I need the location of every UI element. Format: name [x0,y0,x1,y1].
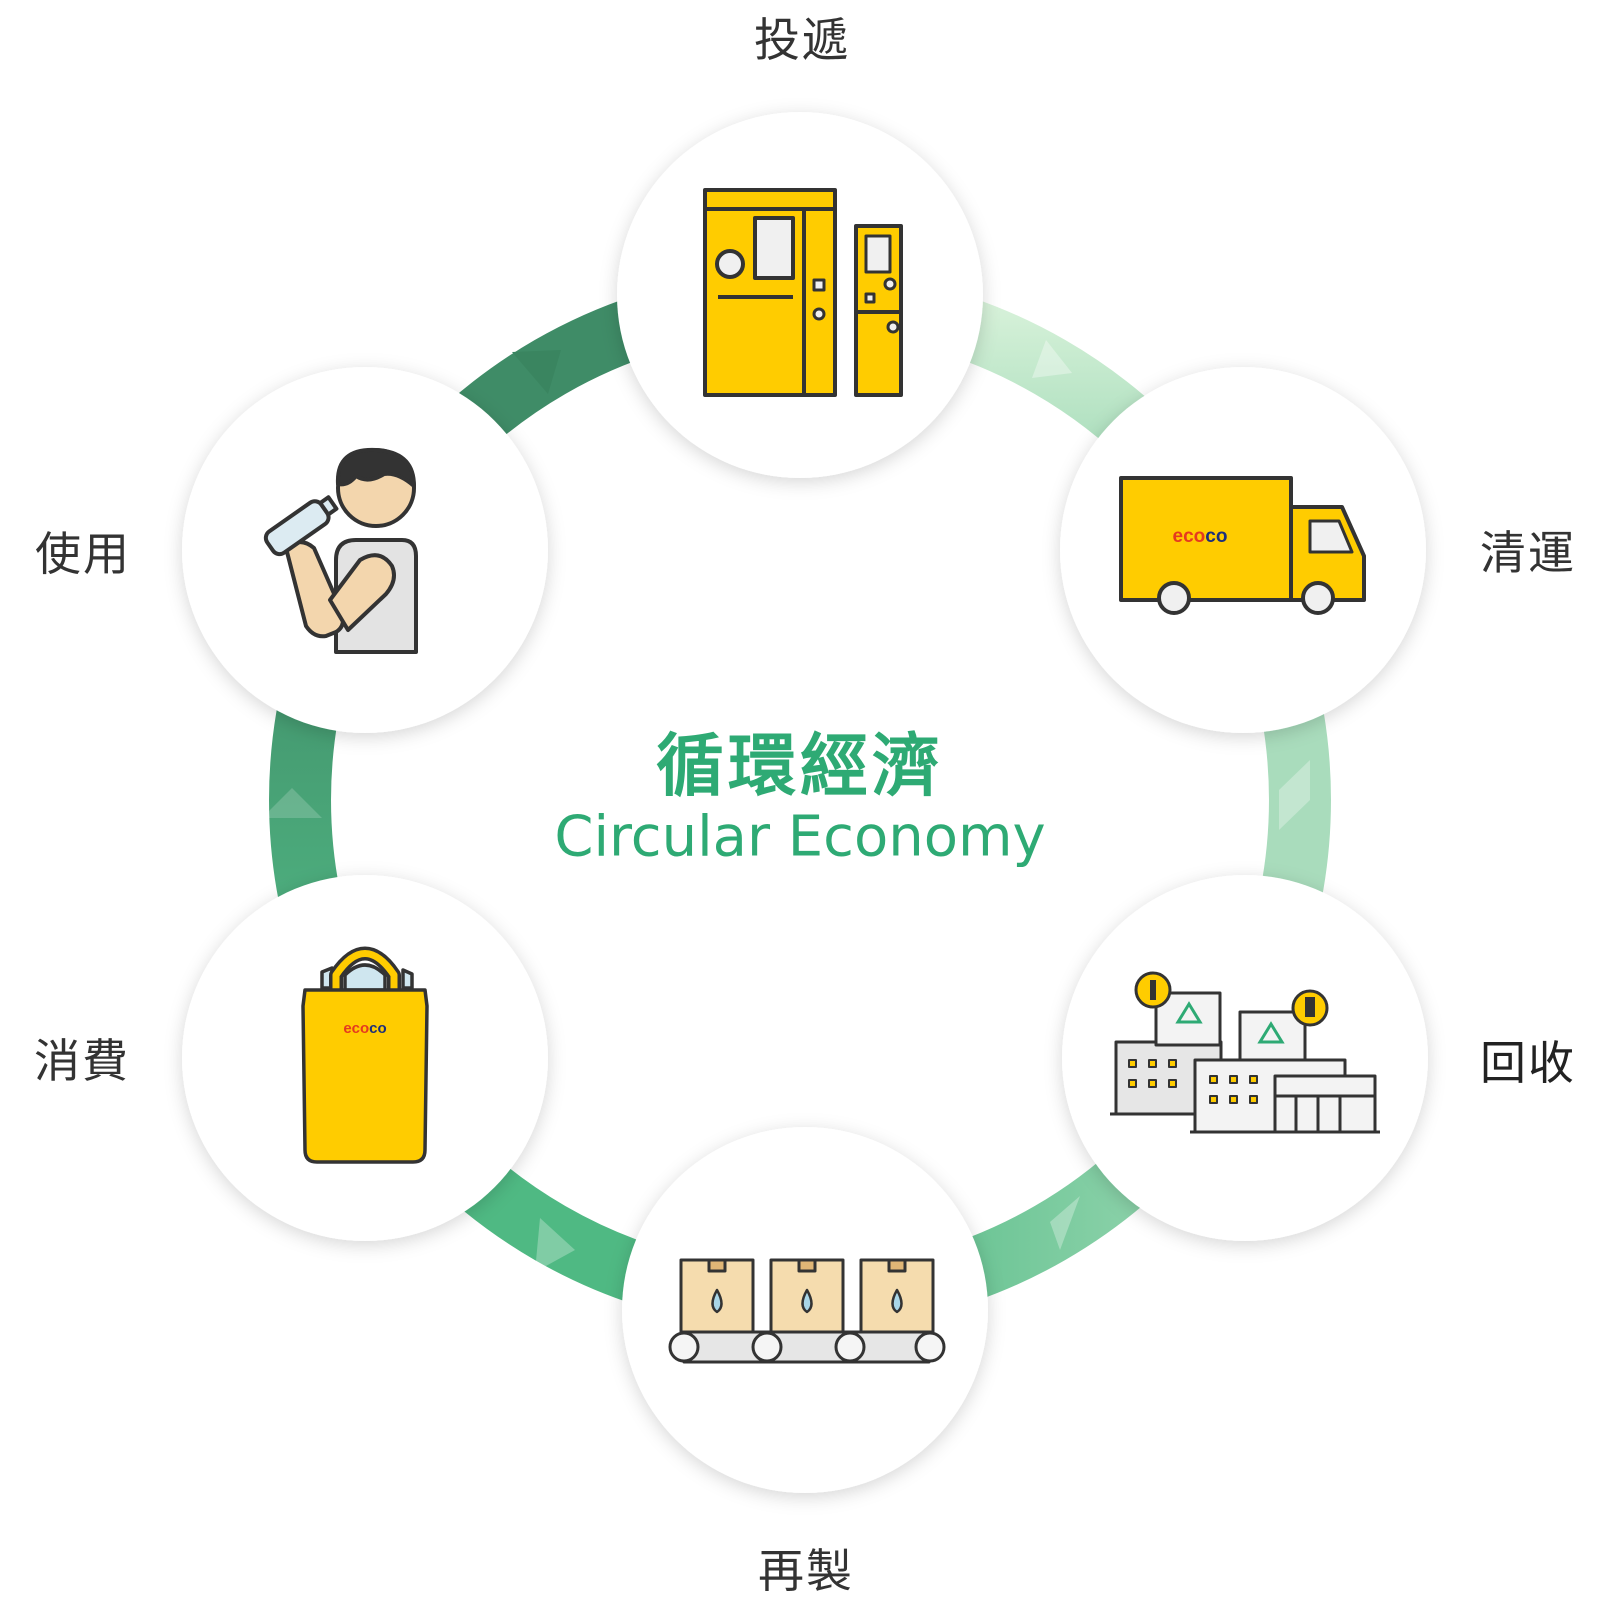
ring-arrow-right [1279,760,1310,830]
ring-arrow-bottom-right [1050,1196,1080,1250]
stage-label-transport: 清運 [1480,526,1576,580]
person-drinking-icon [263,447,418,654]
node-consume: ecoco [182,875,548,1241]
recycling-machine-icon [703,188,903,397]
node-deposit [617,112,983,478]
recycling-factory-icon [1110,971,1380,1134]
ring-arrow-top-left [512,350,561,394]
recycle-symbol-icon [1175,1001,1285,1044]
shopping-bag-icon [301,946,429,1164]
truck-brand-text: ecoco [1173,526,1228,547]
ring-arrow-bottom-left [535,1218,575,1272]
bag-brand-text: ecoco [343,1020,386,1037]
center-subtitle: Circular Economy [554,804,1046,870]
center-title: 循環經濟 [655,727,945,807]
stage-label-consume: 消費 [34,1034,130,1088]
stage-label-recycle: 回收 [1480,1036,1576,1090]
node-use [182,367,548,733]
stage-label-deposit: 投遞 [754,13,850,67]
node-remake [622,1127,988,1493]
delivery-truck-icon [1119,476,1366,615]
node-recycle [1062,875,1428,1241]
stage-label-remake: 再製 [758,1544,854,1598]
ring-arrow-top-right [1032,340,1072,378]
node-transport: ecoco [1060,367,1426,733]
stage-label-use: 使用 [35,527,131,581]
conveyor-boxes-icon [668,1258,946,1364]
ring-arrow-left [262,788,322,818]
